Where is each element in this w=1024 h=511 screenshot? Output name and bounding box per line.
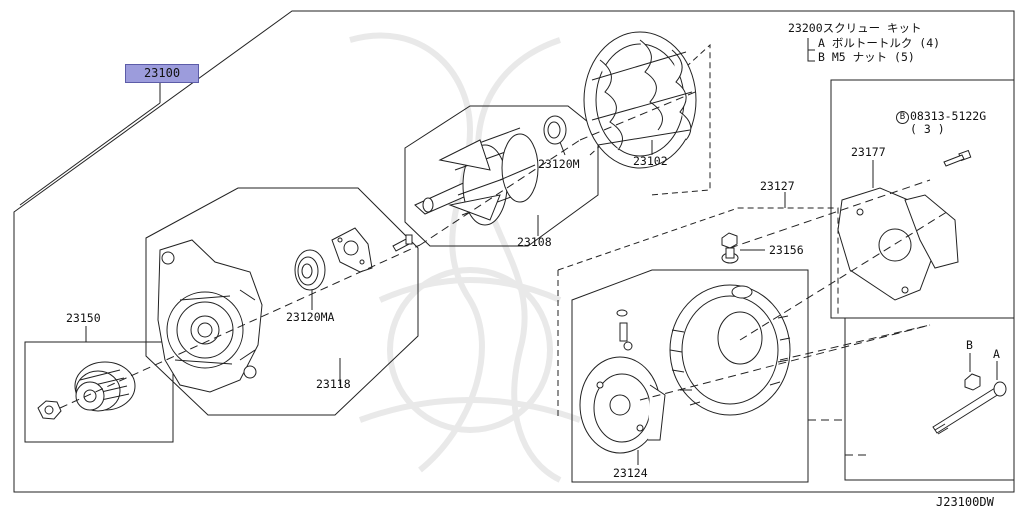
rotor-icon <box>414 127 539 226</box>
nut-b-icon <box>964 373 981 391</box>
screw-kit-item-a: A ボルトートルク (4) <box>818 36 941 50</box>
bolt-ref-marker: B <box>896 111 909 124</box>
label-23118[interactable]: 23118 <box>316 377 351 391</box>
diagram-id: J23100DW <box>936 495 994 509</box>
leader-23120M <box>559 141 566 156</box>
front-bearing-icon <box>294 249 326 291</box>
label-23120MA[interactable]: 23120MA <box>286 310 335 324</box>
pulley-icon <box>74 361 136 412</box>
assembly-axis-lines <box>59 89 951 456</box>
leader-23100-diag <box>19 102 161 206</box>
screw-kit-bracket <box>807 38 815 62</box>
retainer-screw-icon <box>392 234 413 252</box>
regulator-plate-icon <box>579 356 666 454</box>
label-08313-5122G[interactable]: 08313-5122G <box>910 109 987 123</box>
pulley-nut-icon <box>37 400 62 420</box>
through-bolt-icon <box>932 381 1007 435</box>
rear-cover-icon <box>837 187 959 301</box>
rotor-group-box <box>404 105 599 247</box>
rear-assembly-inner-box <box>571 269 809 483</box>
front-housing-group-box <box>145 187 419 416</box>
screw-kit-title: 23200スクリュー キット <box>788 21 922 35</box>
label-bolt-a[interactable]: A <box>993 347 1000 361</box>
main-assembly-part-number[interactable]: 23100 <box>125 64 199 83</box>
bolt-nut-group-box <box>844 317 1015 481</box>
terminal-stud-icon <box>616 309 633 351</box>
label-23150[interactable]: 23150 <box>66 311 101 325</box>
label-23102[interactable]: 23102 <box>633 154 668 168</box>
pulley-group-box <box>24 341 174 443</box>
label-23108[interactable]: 23108 <box>517 235 552 249</box>
watermark-emblem <box>349 32 582 483</box>
label-23120M[interactable]: 23120M <box>538 157 580 171</box>
brush-holder-bolt-icon <box>721 232 739 264</box>
label-23177[interactable]: 23177 <box>851 145 886 159</box>
bearing-retainer-plate-icon <box>331 227 373 273</box>
cover-bolt-icon <box>943 149 972 167</box>
rear-bearing-icon <box>543 115 567 145</box>
label-nut-b[interactable]: B <box>966 338 973 352</box>
label-23156[interactable]: 23156 <box>769 243 804 257</box>
front-housing-icon <box>157 239 263 393</box>
bolt-quantity: ( 3 ) <box>910 122 945 136</box>
screw-kit-item-b: B M5 ナット (5) <box>818 50 915 64</box>
label-23127[interactable]: 23127 <box>760 179 795 193</box>
stator-icon <box>583 31 697 169</box>
label-23124[interactable]: 23124 <box>613 466 648 480</box>
rear-housing-icon <box>669 284 791 416</box>
